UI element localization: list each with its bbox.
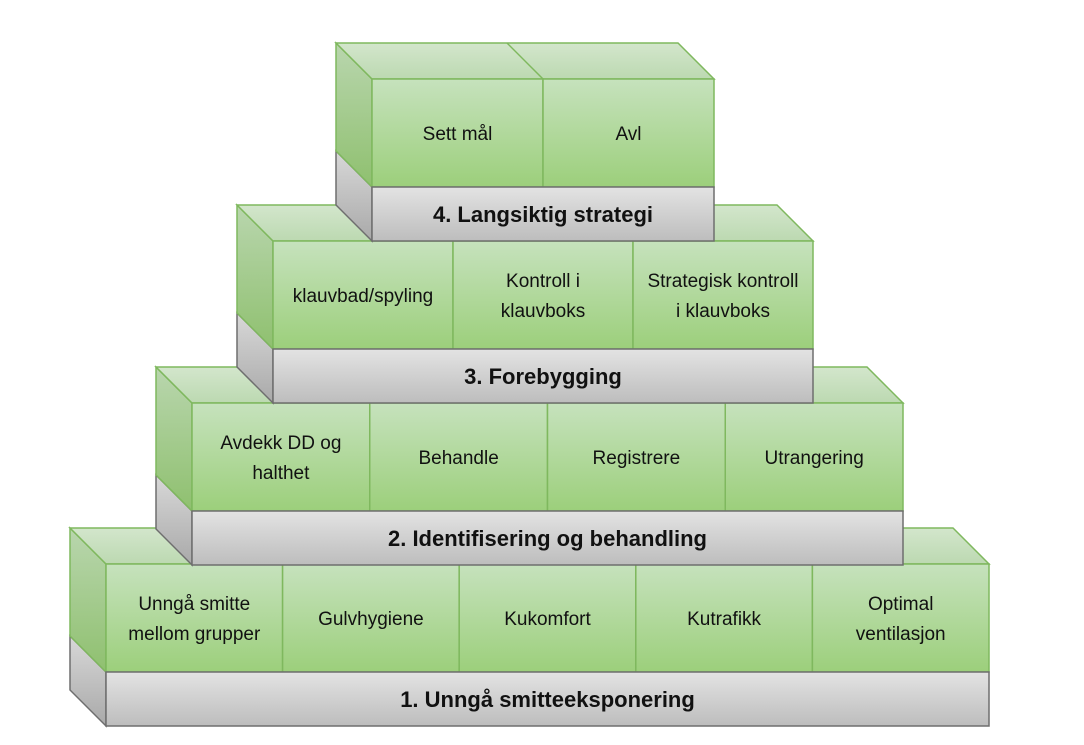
- base-front-face: [105, 671, 990, 727]
- cell: Optimal ventilasjon: [811, 563, 990, 673]
- cell: Sett mål: [371, 78, 544, 188]
- cell-label: Registrere: [593, 448, 681, 469]
- cell-box: [632, 240, 814, 350]
- cell: Unngå smitte mellom grupper: [105, 563, 284, 673]
- cell-label: Kontroll i: [506, 271, 580, 292]
- cell-box: [452, 240, 634, 350]
- cell: Kukomfort: [458, 563, 637, 673]
- cell-label: Avl: [615, 124, 641, 145]
- cell-box: [371, 78, 544, 188]
- cell: Avdekk DD og halthet: [191, 402, 371, 512]
- cell-label: halthet: [252, 463, 310, 484]
- level-2: Avdekk DD og halthet Behandle Registrere Utr…: [154, 365, 905, 567]
- cell-label: i klauvboks: [676, 301, 770, 322]
- cell: Gulvhygiene: [281, 563, 460, 673]
- cell-label: Kukomfort: [504, 609, 591, 630]
- cell: Registrere: [546, 402, 726, 512]
- level-label: 2. Identifisering og behandling: [388, 526, 707, 551]
- cell: klauvbad/spyling: [272, 240, 454, 350]
- level-label: 4. Langsiktig strategi: [433, 202, 653, 227]
- base-front-face: [191, 510, 904, 566]
- cell: Strategisk kontroll i klauvboks: [632, 240, 814, 350]
- cell-label: Unngå smitte: [138, 594, 250, 615]
- cell-label: Avdekk DD og: [220, 433, 341, 454]
- level-label: 3. Forebygging: [464, 364, 622, 389]
- level-label: 1. Unngå smitteeksponering: [400, 687, 695, 712]
- cell-box: [635, 563, 814, 673]
- base-front-face: [371, 186, 715, 242]
- cell: Kutrafikk: [635, 563, 814, 673]
- cell-label: ventilasjon: [856, 624, 946, 645]
- base-front-face: [272, 348, 814, 404]
- cell-label: klauvboks: [501, 301, 586, 322]
- cell: Utrangering: [724, 402, 904, 512]
- cell-box: [546, 402, 726, 512]
- cell: Behandle: [369, 402, 549, 512]
- cell-box: [272, 240, 454, 350]
- cell-label: Strategisk kontroll: [647, 271, 798, 292]
- cell-label: Utrangering: [764, 448, 863, 469]
- cell-box: [369, 402, 549, 512]
- cell-label: Optimal: [868, 594, 933, 615]
- cell-box: [191, 402, 371, 512]
- cell: Kontroll i klauvboks: [452, 240, 634, 350]
- cell-box: [105, 563, 284, 673]
- cell-label: Gulvhygiene: [318, 609, 424, 630]
- cell-box: [724, 402, 904, 512]
- top-divider: [506, 42, 544, 80]
- cell-label: Sett mål: [423, 124, 493, 145]
- cell-box: [542, 78, 715, 188]
- cell-label: Kutrafikk: [687, 609, 761, 630]
- cell-label: Behandle: [418, 448, 498, 469]
- cell: Avl: [542, 78, 715, 188]
- level-4: Sett mål Avl 4. Langsiktig strategi: [334, 41, 716, 243]
- cell-label: klauvbad/spyling: [293, 286, 433, 307]
- cell-label: mellom grupper: [128, 624, 261, 645]
- cell-box: [811, 563, 990, 673]
